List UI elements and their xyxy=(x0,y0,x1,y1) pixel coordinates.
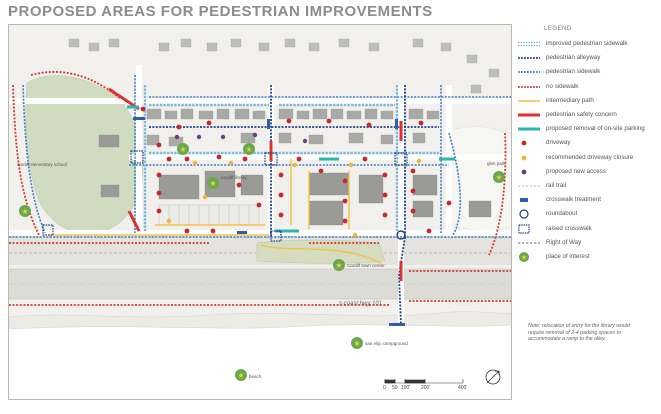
svg-text:★: ★ xyxy=(237,371,244,380)
legend-label-crosswalk: crosswalk treatment xyxy=(546,196,602,204)
buildings-north xyxy=(146,108,440,147)
legend-symbol-parking-removal xyxy=(518,127,540,131)
legend-symbol-place-of-interest: ★ xyxy=(519,252,529,262)
legend-label-safety-concern: pedestrian safety concern xyxy=(546,111,617,118)
buildings-houses-north xyxy=(68,38,500,94)
ocean-area xyxy=(9,317,511,399)
legend-symbol-driveway xyxy=(521,140,527,146)
raised-crosswalks xyxy=(42,150,408,242)
highway-label: s coast hwy 101 xyxy=(339,301,383,307)
legend-item-crosswalk: crosswalk treatment xyxy=(516,194,661,206)
places-of-interest: ★ ★ ★ ★ ★ ★ ★ ★ xyxy=(19,143,505,381)
legend-symbol-right-of-way xyxy=(518,242,540,244)
legend-item-right-of-way: Right of Way xyxy=(516,237,661,249)
legend-label-raised-crosswalk: raised crosswalk xyxy=(546,224,592,232)
library-label: cardiff library xyxy=(221,175,247,180)
legend-label-right-of-way: Right of Way xyxy=(546,238,582,246)
legend-item-new-access: proposed new access xyxy=(516,166,661,178)
legend-item-alleyway: pedestrian alleyway xyxy=(516,52,661,64)
legend-item-sidewalk: pedestrian sidewalk xyxy=(516,66,661,78)
scale-tick-0: 0 xyxy=(383,385,386,391)
beach-label: beach xyxy=(249,374,262,379)
legend-symbol-new-access xyxy=(521,169,527,175)
legend-label-improved-sidewalk: improved pedestrian sidewalk xyxy=(546,40,628,47)
driveway-closure-markers xyxy=(166,158,422,238)
shoreline xyxy=(9,311,511,330)
legend-item-place-of-interest: ★ place of interest xyxy=(516,251,661,263)
new-access-markers xyxy=(174,132,308,144)
legend-label-parking-removal: proposed removal of on-site parking xyxy=(546,125,645,133)
scale-tick-400: 400' xyxy=(458,385,468,391)
legend-symbol-rail-trail xyxy=(518,185,540,187)
legend-symbol-crosswalk xyxy=(520,198,528,203)
legend-item-improved-sidewalk: improved pedestrian sidewalk xyxy=(516,38,661,50)
park-east-label: glen park xyxy=(487,161,506,166)
north-arrow xyxy=(485,369,501,385)
svg-text:★: ★ xyxy=(209,179,216,188)
svg-text:★: ★ xyxy=(245,145,252,154)
legend-symbol-sidewalk xyxy=(518,71,540,74)
legend-label-new-access: proposed new access xyxy=(546,167,606,175)
improved-sidewalk-routes xyxy=(143,85,439,231)
legend-item-safety-concern: pedestrian safety concern xyxy=(516,109,661,121)
legend-symbol-raised-crosswalk xyxy=(518,223,530,234)
svg-text:★: ★ xyxy=(21,207,28,216)
scale-tick-200: 200' xyxy=(421,385,431,391)
crosswalk-treatments xyxy=(133,117,405,326)
legend-symbol-roundabout xyxy=(519,209,529,219)
legend-label-alleyway: pedestrian alleyway xyxy=(546,54,601,62)
legend-item-roundabout: roundabout xyxy=(516,208,661,220)
svg-text:★: ★ xyxy=(335,261,342,270)
svg-text:★: ★ xyxy=(353,339,360,348)
library-relocation-note: Note: relocation of entry for the librar… xyxy=(528,323,630,343)
legend-symbol-intermediary-path xyxy=(518,100,540,102)
parking-lot xyxy=(158,204,260,226)
east-hillside xyxy=(448,126,511,231)
buildings-central xyxy=(98,134,492,226)
scale-bar xyxy=(384,379,464,384)
legend-item-driveway-closure: recommended driveway closure xyxy=(516,152,661,164)
legend-item-parking-removal: proposed removal of on-site parking xyxy=(516,123,661,135)
legend-label-intermediary-path: intermediary path xyxy=(546,96,594,104)
legend-label-rail-trail: rail trail xyxy=(546,182,566,189)
legend-label-no-sidewalk: no sidewalk xyxy=(546,82,579,90)
svg-text:★: ★ xyxy=(521,254,527,262)
scale-tick-50: 50 xyxy=(392,385,398,391)
legend-label-driveway: driveway xyxy=(546,139,571,147)
pedestrian-alleyway-routes xyxy=(149,85,439,326)
town-park xyxy=(256,239,386,264)
legend-label-roundabout: roundabout xyxy=(546,210,578,218)
legend-item-driveway: driveway xyxy=(516,137,661,149)
svg-text:★: ★ xyxy=(495,173,502,182)
intermediary-paths xyxy=(49,159,382,264)
legend-label-driveway-closure: recommended driveway closure xyxy=(546,153,634,161)
roundabout-marker xyxy=(396,230,406,240)
legend-heading: LEGEND xyxy=(544,26,572,32)
campground-label: san elijo campground xyxy=(365,341,408,346)
driveway-markers xyxy=(140,106,452,234)
legend-label-place-of-interest: place of interest xyxy=(546,253,590,260)
school-label: cardiff elementary school xyxy=(17,162,67,167)
legend-symbol-safety-concern xyxy=(518,113,540,117)
no-sidewalk-routes xyxy=(9,71,511,306)
svg-text:★: ★ xyxy=(179,145,186,154)
legend-symbol-driveway-closure xyxy=(521,155,527,160)
legend-symbol-no-sidewalk xyxy=(518,85,540,88)
legend-item-raised-crosswalk: raised crosswalk xyxy=(516,223,661,235)
legend-symbol-improved-sidewalk xyxy=(518,41,540,47)
legend-symbol-alleyway xyxy=(518,57,540,60)
legend-label-sidewalk: pedestrian sidewalk xyxy=(546,68,601,76)
map-canvas[interactable]: ★ ★ ★ ★ ★ ★ ★ ★ cardiff elementary school gl… xyxy=(8,24,512,400)
page-title: PROPOSED AREAS FOR PEDESTRIAN IMPROVEMEN… xyxy=(8,3,433,20)
legend-item-no-sidewalk: no sidewalk xyxy=(516,81,661,93)
map-drawing: ★ ★ ★ ★ ★ ★ ★ ★ xyxy=(9,38,511,399)
legend-item-intermediary-path: intermediary path xyxy=(516,95,661,107)
scale-tick-100: 100' xyxy=(401,385,411,391)
legend-item-rail-trail: rail trail xyxy=(516,180,661,192)
park-mid-label: Cardiff town center xyxy=(347,263,385,268)
